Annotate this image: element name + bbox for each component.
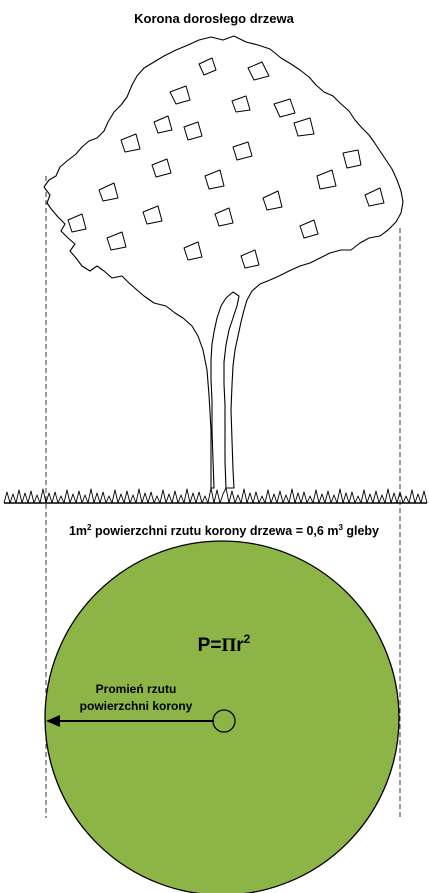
soil-volume-note: 1m2 powierzchni rzutu korony drzewa = 0,… <box>69 523 379 538</box>
canopy-gaps <box>67 57 385 269</box>
radius-label-line1: Promień rzutu <box>96 682 177 696</box>
area-formula: P=Πr2 <box>198 632 251 656</box>
radius-label-line2: powierzchni korony <box>80 699 193 713</box>
tree-outline <box>43 35 404 489</box>
center-marker <box>212 709 236 733</box>
canopy-projection-circle <box>44 540 400 893</box>
grass-line <box>3 487 428 504</box>
diagram-title: Korona dorosłego drzewa <box>134 11 294 26</box>
radius-arrowhead <box>46 715 60 727</box>
